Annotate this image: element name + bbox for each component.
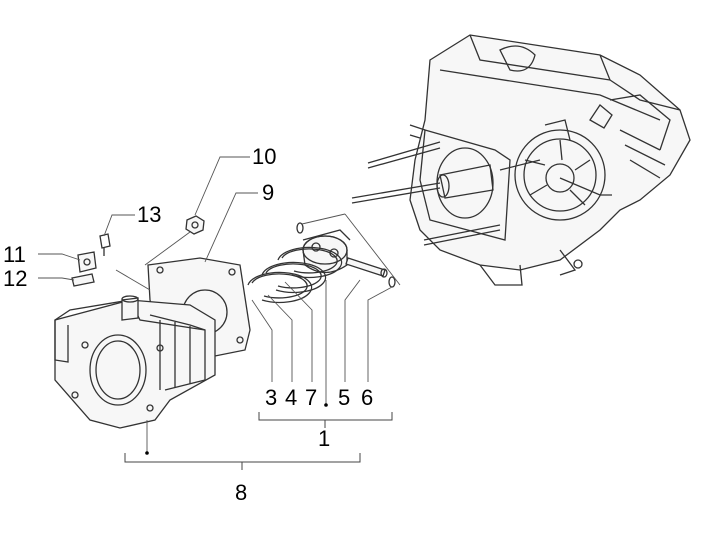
callout-4: 4 [285, 385, 297, 410]
callout-12: 12 [3, 266, 27, 291]
callout-9: 9 [262, 180, 274, 205]
wrist-pin [345, 257, 388, 278]
callout-1: 1 [318, 426, 330, 451]
callout-8: 8 [235, 480, 247, 505]
nut [185, 215, 205, 235]
callout-3: 3 [265, 385, 277, 410]
callout-11: 11 [3, 242, 26, 267]
cylinder [54, 295, 216, 429]
callout-13: 13 [137, 202, 161, 227]
crankcase-cylinder-opening [409, 124, 511, 241]
group-brackets [124, 403, 393, 470]
small-hardware [71, 233, 111, 287]
piston-rings [247, 246, 343, 304]
callout-6: 6 [361, 385, 373, 410]
callout-10: 10 [252, 144, 276, 169]
callout-labels: 10 9 13 11 12 3 4 7 5 6 1 8 [3, 144, 373, 505]
callout-7: 7 [305, 385, 317, 410]
cylinder-studs [351, 141, 541, 246]
callout-5: 5 [338, 385, 350, 410]
leader-lines [38, 156, 393, 453]
